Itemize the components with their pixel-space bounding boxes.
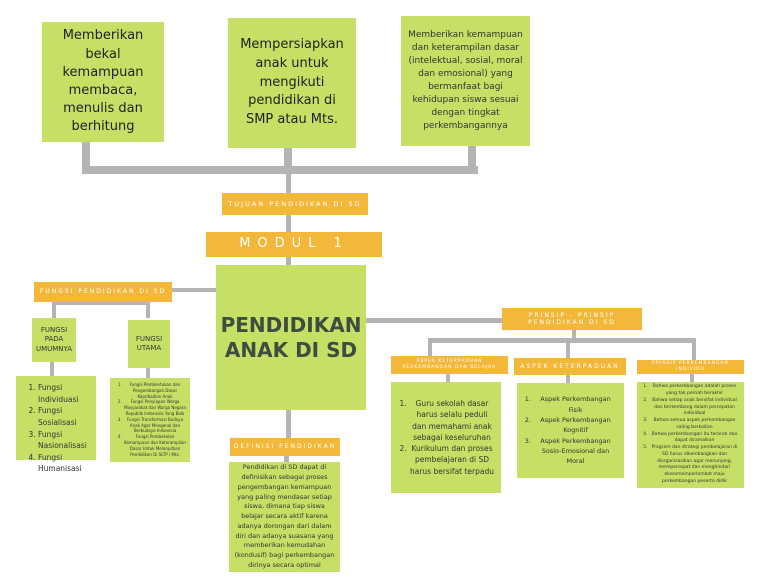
fungsi-umum-title-box: FUNGSI PADA UMUMNYA	[32, 318, 76, 362]
prinsip-connector-stem	[572, 330, 576, 342]
definisi-text: Pendidikan di SD dapat di definisikan se…	[234, 463, 335, 569]
prinsip-stem-4	[446, 374, 450, 382]
list-item: Fungsi Transformasi Budaya Anak Agar Men…	[123, 417, 187, 434]
list-item: Kurikulum dan proses pembelajaran di SD …	[409, 443, 495, 477]
main-title-box: PENDIDIKAN ANAK DI SD	[216, 265, 366, 410]
top-box-3: Memberikan kemampuan dan keterampilan da…	[401, 16, 530, 146]
top-connector-stem-1	[82, 140, 90, 174]
prinsip-stem-1	[428, 338, 432, 356]
top-box-1-text: Memberikan bekal kemampuan membaca, menu…	[62, 28, 144, 135]
label-definisi: DEFINISI PENDIDIKAN	[230, 438, 340, 456]
fungsi-umum-list-box: Fungsi Individuasi Fungsi Sosialisasi Fu…	[16, 376, 96, 473]
fungsi-umum-list: Fungsi Individuasi Fungsi Sosialisasi Fu…	[20, 382, 92, 475]
left-connector	[172, 288, 216, 292]
fungsi-utama-title-box: FUNGSI UTAMA	[128, 320, 170, 368]
list-item: Aspek Perkembangan Sosio-Emosional dan M…	[533, 436, 618, 467]
prinsip-stem-5	[566, 375, 570, 383]
keterpaduan-box: Aspek Perkembangan Fisik Aspek Perkemban…	[517, 383, 624, 478]
list-item: Fungsi Sosialisasi	[38, 405, 92, 428]
list-item: Fungsi Humanisasi	[38, 452, 92, 475]
list-item: Bahwa semua aspek perkembangan saling be…	[649, 418, 740, 432]
list-item: Bahwa setiap anak bersifat individual da…	[649, 398, 740, 418]
list-item: Guru sekolah dasar harus selalu peduli d…	[409, 398, 495, 443]
fungsi-stem-3	[50, 362, 54, 376]
label-aspek-keterpaduan-pembelajaran: ASPEK KETERPADUAN PERKEMBANGAN DAN BELAJ…	[391, 356, 508, 374]
top-box-2-text: Mempersiapkan anak untuk mengikuti pendi…	[240, 36, 344, 128]
fungsi-stem-4	[146, 368, 150, 378]
fungsi-utama-list-box: Fungsi Pembentukan dan Pengembangan Dasa…	[110, 378, 190, 462]
definisi-box: Pendidikan di SD dapat di definisikan se…	[229, 462, 340, 572]
label-fungsi: FUNGSI PENDIDIKAN DI SD	[34, 282, 172, 302]
keterpaduan-pembelajaran-list: Guru sekolah dasar harus selalu peduli d…	[397, 398, 495, 477]
label-modul: MODUL 1	[206, 232, 382, 257]
prinsip-stem-2	[566, 338, 570, 358]
prinsip-stem-6	[690, 374, 694, 382]
list-item: Fungsi Pembentukan dan Pengembangan Dasa…	[123, 382, 187, 399]
right-connector	[366, 318, 504, 323]
top-box-3-text: Memberikan kemampuan dan keterampilan da…	[408, 29, 523, 132]
center-connector-up	[286, 174, 291, 266]
top-connector-bar	[82, 166, 478, 174]
top-box-2: Mempersiapkan anak untuk mengikuti pendi…	[228, 18, 356, 148]
prinsip-connector-bar	[428, 338, 696, 343]
list-item: Aspek Perkembangan Fisik	[533, 394, 618, 415]
fungsi-connector-bar	[52, 300, 150, 305]
definisi-stem	[284, 456, 289, 462]
prinsip-individu-list: Bahwa perkembangan adalah proses yang ta…	[641, 384, 740, 485]
keterpaduan-pembelajaran-box: Guru sekolah dasar harus selalu peduli d…	[391, 382, 501, 493]
label-prinsip-individu: PRINSIP PERKEMBANGAN INDIVIDU	[637, 360, 744, 374]
list-item: Bahwa perkembangan adalah proses yang ta…	[649, 384, 740, 398]
top-box-1: Memberikan bekal kemampuan membaca, menu…	[42, 22, 164, 142]
prinsip-individu-box: Bahwa perkembangan adalah proses yang ta…	[637, 382, 744, 488]
list-item: Fungsi Pembekalan Kemampuan dan Keteramp…	[123, 434, 187, 457]
list-item: Fungsi Nasionalisasi	[38, 429, 92, 452]
fungsi-stem-2	[146, 300, 150, 318]
list-item: Aspek Perkembangan Kognitif	[533, 415, 618, 436]
prinsip-stem-3	[692, 338, 696, 360]
list-item: Bahwa perkembangan itu terarah dan dapat…	[649, 432, 740, 446]
main-title: PENDIDIKAN ANAK DI SD	[220, 312, 362, 362]
label-prinsip: PRINSIP - PRINSIP PENDIDIKAN DI SD	[502, 308, 642, 330]
keterpaduan-list: Aspek Perkembangan Fisik Aspek Perkemban…	[523, 394, 618, 467]
label-aspek-keterpaduan: ASPEK KETERPADUAN	[514, 358, 626, 375]
list-item: Program dan strategi pembelajaran di SD …	[649, 445, 740, 486]
list-item: Fungsi Individuasi	[38, 382, 92, 405]
top-connector-stem-3	[468, 146, 476, 174]
label-tujuan: TUJUAN PENDIDIKAN DI SD	[222, 193, 368, 215]
fungsi-utama-list: Fungsi Pembentukan dan Pengembangan Dasa…	[113, 382, 187, 457]
center-connector-down	[286, 410, 291, 440]
fungsi-stem-1	[52, 300, 56, 318]
top-connector-stem-2	[284, 148, 292, 174]
list-item: Fungsi Penyiapan Warga Masyarakat dan Wa…	[123, 399, 187, 416]
